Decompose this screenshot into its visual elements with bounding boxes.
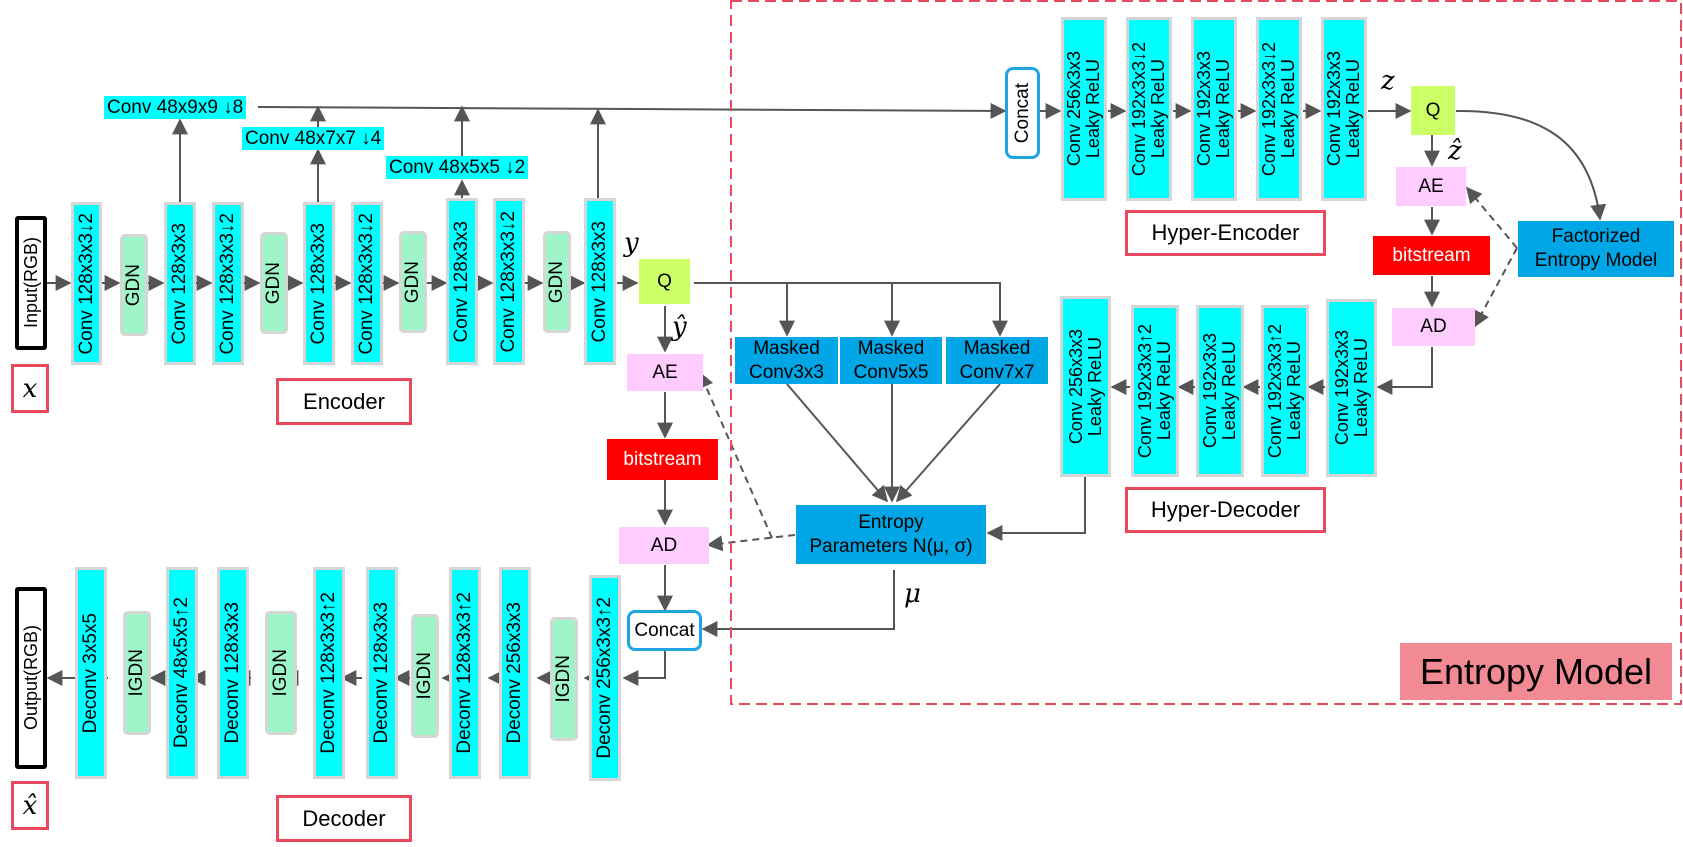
y-hat-symbol: ŷ <box>672 312 687 342</box>
encoder-layer-1: Conv 128x3x3↓2 <box>71 202 102 365</box>
encoder-title: Encoder <box>276 378 412 425</box>
encoder-layer-6: Conv 128x3x3 <box>446 198 478 365</box>
factorized-entropy-model: Factorized Entropy Model <box>1518 221 1674 277</box>
hyper-decoder-layer-4: Conv 192x3x3↑2 Leaky ReLU <box>1261 305 1309 477</box>
encoder-layer-8: Conv 128x3x3 <box>584 198 616 365</box>
entropy-model-title: Entropy Model <box>1400 643 1672 700</box>
masked-conv7x7: Masked Conv7x7 <box>946 337 1048 384</box>
decoder-layer-6: Deconv 128x3x3↑2 <box>449 567 481 779</box>
decoder-igdn-1: IGDN <box>123 611 151 735</box>
entropy-parameters: Entropy Parameters N(μ, σ) <box>796 505 986 564</box>
decoder-layer-8: Deconv 256x3x3↑2 <box>589 575 621 781</box>
decoder-igdn-4: IGDN <box>550 617 578 741</box>
decoder-layer-3: Deconv 128x3x3 <box>217 567 249 779</box>
decoder-layer-5: Deconv 128x3x3 <box>366 567 398 779</box>
hyper-encoder-layer-1: Conv 256x3x3 Leaky ReLU <box>1061 17 1107 201</box>
skip-label-8: Conv 48x9x9 ↓8 <box>104 96 247 119</box>
x-symbol: x <box>22 373 38 404</box>
hyper-quantizer: Q <box>1411 86 1455 135</box>
entropy-parameters-line2: Parameters N(μ, σ) <box>809 535 973 557</box>
decoder-igdn-3: IGDN <box>411 614 439 738</box>
main-bitstream: bitstream <box>607 439 718 480</box>
decoder-igdn-2: IGDN <box>265 611 297 735</box>
skip-label-2: Conv 48x5x5 ↓2 <box>386 156 529 179</box>
hyper-decoder-layer-5: Conv 192x3x3 Leaky ReLU <box>1326 299 1377 477</box>
masked-conv5x5: Masked Conv5x5 <box>840 337 942 384</box>
output-label: Output(RGB) <box>20 625 41 731</box>
x-hat-symbol: x̂ <box>22 790 38 821</box>
main-ae: AE <box>627 354 703 391</box>
decoder-layer-4: Deconv 128x3x3↑2 <box>313 567 345 779</box>
encoder-layer-5: Conv 128x3x3↓2 <box>351 202 383 365</box>
factorized-line2: Entropy Model <box>1534 250 1658 271</box>
skip-label-4: Conv 48x7x7 ↓4 <box>242 127 385 150</box>
main-concat: Concat <box>627 610 702 651</box>
encoder-layer-3: Conv 128x3x3↓2 <box>212 202 244 365</box>
hyper-encoder-layer-3: Conv 192x3x3 Leaky ReLU <box>1191 17 1237 201</box>
hyper-concat: Concat <box>1005 67 1040 159</box>
output-box: Output(RGB) <box>15 587 47 769</box>
y-symbol: y <box>624 228 639 258</box>
encoder-gdn-2: GDN <box>260 232 288 334</box>
x-symbol-box: x <box>11 364 49 413</box>
hyper-ae: AE <box>1396 167 1466 206</box>
decoder-layer-2: Deconv 48x5x5↑2 <box>166 567 198 779</box>
hyper-decoder-title: Hyper-Decoder <box>1125 487 1326 533</box>
decoder-title: Decoder <box>276 795 412 842</box>
z-hat-symbol: ẑ <box>1448 136 1462 166</box>
hyper-encoder-title: Hyper-Encoder <box>1125 210 1326 256</box>
input-box: Input(RGB) <box>15 216 47 350</box>
factorized-line1: Factorized <box>1551 226 1641 247</box>
mu-symbol: μ <box>904 579 921 609</box>
encoder-gdn-1: GDN <box>120 234 148 336</box>
hyper-encoder-layer-5: Conv 192x3x3 Leaky ReLU <box>1321 17 1367 201</box>
hyper-encoder-layer-4: Conv 192x3x3↓2 Leaky ReLU <box>1256 17 1302 201</box>
entropy-parameters-line1: Entropy <box>858 511 924 533</box>
encoder-layer-7: Conv 128x3x3↓2 <box>493 198 525 365</box>
hyper-ad: AD <box>1392 308 1475 346</box>
encoder-layer-2: Conv 128x3x3 <box>164 202 196 365</box>
encoder-gdn-3: GDN <box>399 231 427 333</box>
z-symbol: z <box>1381 66 1395 96</box>
main-ad: AD <box>619 527 709 564</box>
decoder-layer-1: Deconv 3x5x5 <box>75 567 107 779</box>
encoder-layer-4: Conv 128x3x3 <box>303 202 335 365</box>
hyper-decoder-layer-2: Conv 192x3x3↑2 Leaky ReLU <box>1131 305 1179 477</box>
entropy-model-region <box>730 0 1682 705</box>
hyper-decoder-layer-3: Conv 192x3x3 Leaky ReLU <box>1196 305 1244 477</box>
hyper-encoder-layer-2: Conv 192x3x3↓2 Leaky ReLU <box>1126 17 1172 201</box>
masked-conv3x3: Masked Conv3x3 <box>735 337 838 384</box>
decoder-layer-7: Deconv 256x3x3 <box>499 567 531 779</box>
hyper-decoder-layer-1: Conv 256x3x3 Leaky ReLU <box>1060 296 1111 477</box>
hyper-bitstream: bitstream <box>1373 236 1490 275</box>
x-hat-symbol-box: x̂ <box>11 781 49 830</box>
encoder-gdn-4: GDN <box>543 231 571 333</box>
main-quantizer: Q <box>639 259 690 304</box>
input-label: Input(RGB) <box>20 237 41 329</box>
